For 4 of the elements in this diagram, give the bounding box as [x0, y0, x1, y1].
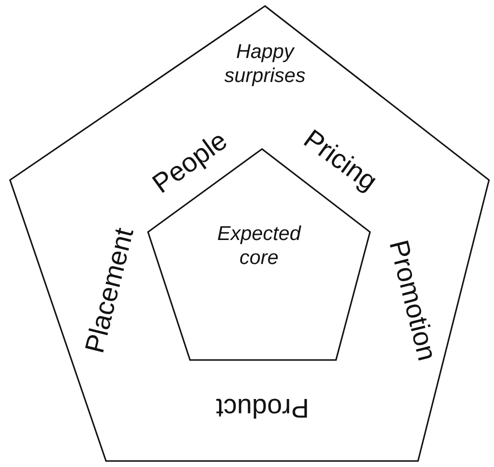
segment-label: Product: [216, 392, 309, 422]
pentagon-label: Expected core: [216, 222, 302, 270]
segment-label: Promotion: [382, 236, 442, 364]
pentagon-label: Happy surprises: [223, 40, 307, 88]
